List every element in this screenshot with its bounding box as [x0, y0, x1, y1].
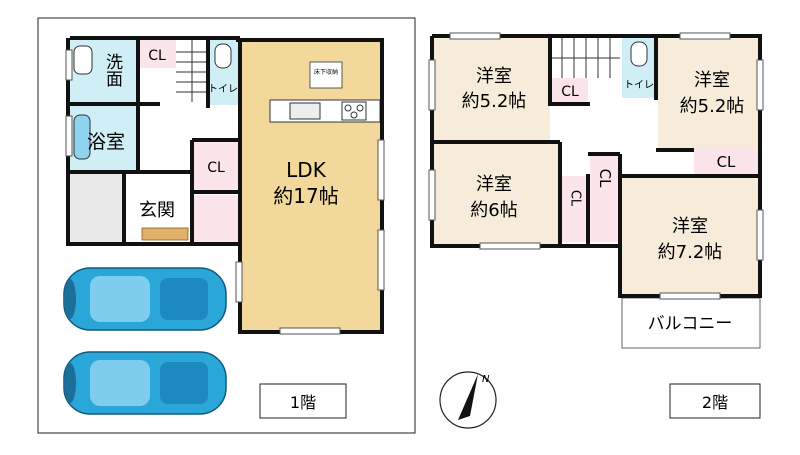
hallway-2f	[552, 104, 656, 154]
entrance-porch	[70, 174, 124, 242]
western-room-sw	[432, 144, 560, 244]
western-room-se	[622, 176, 760, 294]
underfloor-storage-label: 床下収納	[314, 68, 338, 76]
stairs-2f	[552, 38, 620, 78]
windows-2f	[428, 32, 764, 300]
floor-1: 洗面 CL トイレ 浴室 CL 玄関	[37, 17, 416, 434]
balcony-label: バルコニー	[648, 314, 733, 334]
hallway-1f	[138, 105, 238, 140]
windows-1f	[65, 49, 385, 335]
western-room-nw-size: 約5.2帖	[462, 91, 527, 112]
sw-closet	[562, 176, 588, 242]
underfloor-storage	[309, 61, 343, 89]
floor-1-label: 1階	[290, 393, 316, 412]
western-room-ne-name: 洋室	[694, 70, 730, 91]
western-room-se-name: 洋室	[672, 216, 708, 237]
toilet-fixture-2f	[630, 41, 648, 67]
ne-closet	[694, 148, 758, 174]
wash-basin	[73, 45, 93, 75]
stove	[341, 101, 367, 121]
compass: N	[439, 371, 497, 429]
wash-room-label: 洗面	[102, 53, 123, 87]
western-room-nw-name: 洋室	[476, 66, 512, 87]
bathtub	[73, 114, 91, 160]
compass-needle	[458, 374, 478, 420]
entrance-label: 玄関	[139, 200, 175, 221]
floor-2-label-box	[669, 383, 761, 419]
kitchen-sink	[289, 102, 321, 120]
stairs-1f	[176, 40, 208, 102]
western-room-ne-size: 約5.2帖	[680, 96, 745, 117]
toilet-fixture-1f	[214, 43, 232, 69]
center-closet-label: CL	[596, 169, 614, 188]
bath-room-label: 浴室	[87, 131, 125, 153]
sw-closet-label: CL	[568, 190, 583, 207]
compass-north: N	[482, 374, 490, 385]
floor-1-label-box	[259, 383, 347, 419]
center-closet	[590, 156, 620, 242]
wash-closet	[138, 40, 176, 68]
stair-closet	[552, 78, 588, 104]
western-room-ne	[658, 38, 758, 148]
western-room-nw	[432, 38, 550, 142]
shoe-closet	[190, 195, 238, 242]
ldk-size: 約17帖	[273, 184, 338, 208]
toilet-2f-label: トイレ	[624, 80, 654, 91]
car-1	[63, 267, 227, 331]
ldk-name: LDK	[286, 158, 327, 182]
floor-2: 洋室 約5.2帖 CL トイレ 洋室 約5.2帖 CL 洋室 約6帖	[428, 32, 764, 419]
western-room-se-size: 約7.2帖	[658, 242, 723, 263]
western-room-sw-size: 約6帖	[470, 200, 517, 221]
walls-2f	[430, 34, 762, 298]
hall-closet	[192, 140, 240, 190]
entrance-step	[141, 227, 189, 241]
balcony	[621, 297, 761, 349]
toilet-1f-label: トイレ	[208, 84, 238, 95]
stair-closet-label: CL	[561, 84, 579, 100]
walls-1f	[66, 36, 384, 334]
wash-closet-label: CL	[148, 48, 166, 64]
ne-closet-label: CL	[717, 153, 736, 171]
western-room-sw-name: 洋室	[476, 174, 512, 195]
floor-2-label: 2階	[702, 393, 728, 412]
car-2	[63, 351, 227, 415]
hall-closet-label: CL	[207, 160, 225, 176]
